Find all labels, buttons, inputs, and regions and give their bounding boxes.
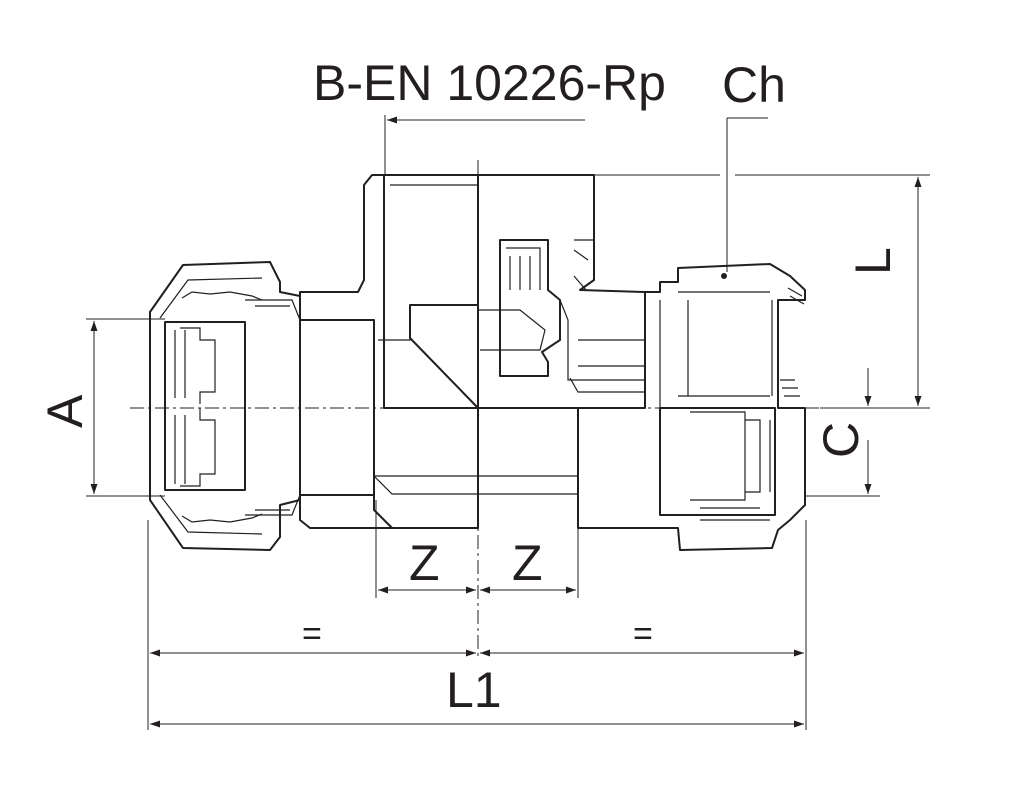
dim-z-right-label: Z <box>512 535 543 591</box>
left-connector <box>149 261 301 551</box>
tee-body <box>299 174 579 529</box>
equal-right-label: = <box>633 615 653 653</box>
thread-standard-label: B-EN 10226-Rp <box>313 55 666 111</box>
dim-c-label: C <box>813 422 869 458</box>
dim-a-label: A <box>37 394 93 428</box>
dim-l-label: L <box>845 247 901 275</box>
marker-dot <box>721 273 727 279</box>
dimension-lines <box>86 115 930 730</box>
overall-length-label: L1 <box>446 662 502 718</box>
right-connector <box>577 263 806 551</box>
branch-outlet <box>477 174 646 409</box>
dim-z-left-label: Z <box>409 535 440 591</box>
spanner-size-label: Ch <box>722 57 786 113</box>
equal-left-label: = <box>302 615 322 653</box>
